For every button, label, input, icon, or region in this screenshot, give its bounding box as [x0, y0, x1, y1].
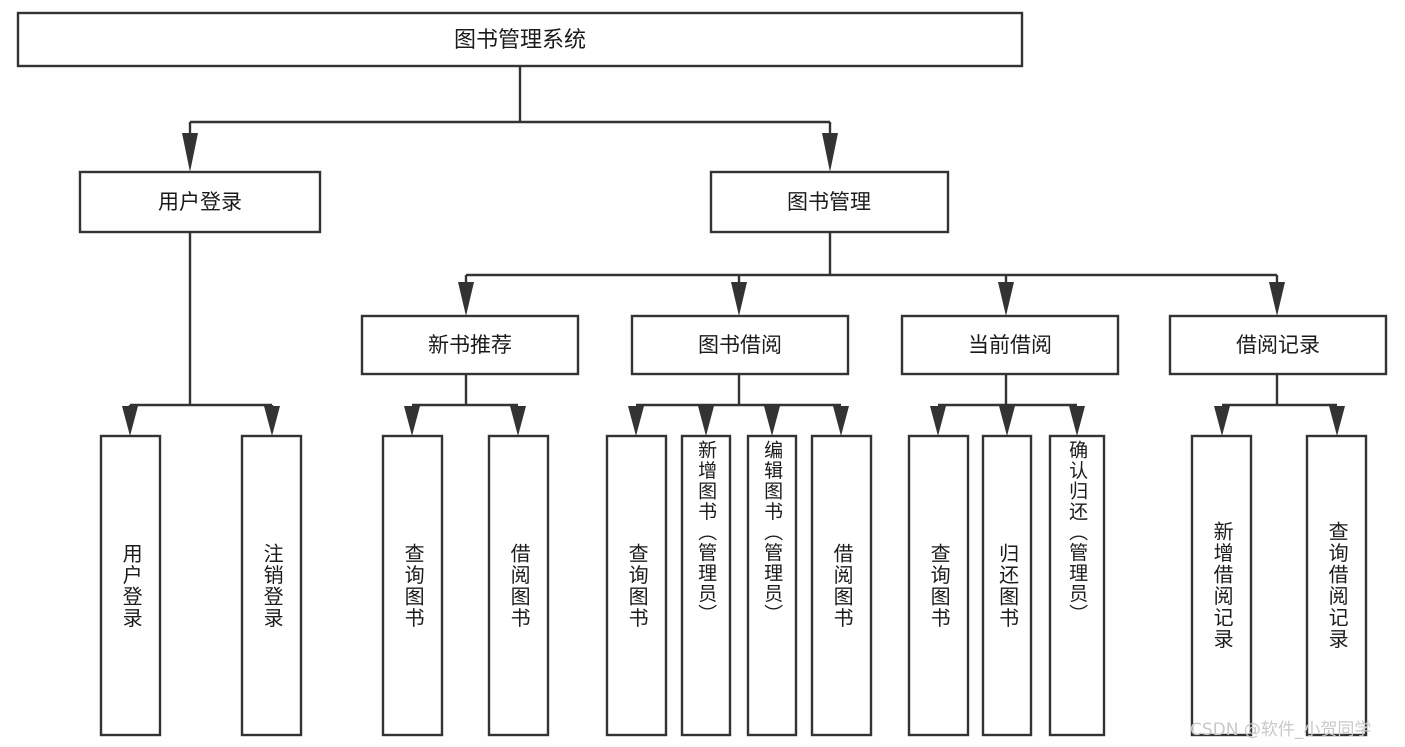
node-user-login-box[interactable]	[78, 170, 322, 234]
arrow-leaf-query-book-3	[930, 406, 946, 436]
leaf-borrow-book-1-box[interactable]	[487, 434, 550, 737]
leaf-query-book-1-box[interactable]	[381, 434, 444, 737]
leaf-query-book-2-box[interactable]	[605, 434, 668, 737]
node-borrow-record-box[interactable]	[1168, 314, 1388, 376]
arrow-leaf-confirm-return	[1069, 406, 1085, 436]
leaf-logout-box[interactable]	[240, 434, 303, 737]
arrow-leaf-edit-book	[764, 406, 780, 436]
connector-layer	[122, 66, 1345, 436]
arrow-leaf-borrow-book-2	[833, 406, 849, 436]
arrow-borrowrecord	[1269, 282, 1285, 316]
node-current-borrow-label: 当前借阅	[968, 333, 1052, 357]
node-user-login-label: 用户登录	[158, 190, 242, 214]
node-book-mgmt-label: 图书管理	[787, 190, 871, 214]
arrow-leaf-query-record	[1329, 406, 1345, 436]
leaf-query-record-box[interactable]	[1305, 434, 1368, 737]
arrow-book-mgmt	[822, 133, 838, 172]
node-book-borrow-label: 图书借阅	[698, 333, 782, 357]
leaf-edit-book-box[interactable]	[746, 434, 798, 737]
leaf-return-book-box[interactable]	[981, 434, 1033, 737]
node-root-box[interactable]	[16, 11, 1024, 68]
arrow-newbook	[458, 282, 474, 316]
leaf-query-book-3-box[interactable]	[907, 434, 970, 737]
arrow-leaf-add-record	[1214, 406, 1230, 436]
node-book-borrow-box[interactable]	[630, 314, 850, 376]
leaf-user-login-box[interactable]	[99, 434, 162, 737]
arrow-currentborrow	[998, 282, 1014, 316]
node-book-mgmt-box[interactable]	[709, 170, 950, 234]
arrow-user-login	[182, 133, 198, 172]
node-borrow-record-label: 借阅记录	[1236, 333, 1320, 357]
arrow-bookborrow	[731, 282, 747, 316]
leaf-confirm-return-box[interactable]	[1048, 434, 1106, 737]
arrow-leaf-borrow-book-1	[510, 406, 526, 436]
arrow-leaf-user-login	[122, 406, 138, 436]
arrow-leaf-add-book	[698, 406, 714, 436]
leaf-add-book-box[interactable]	[680, 434, 732, 737]
node-layer: 图书管理系统 用户登录 图书管理 新书推荐 图书借阅 当前借阅 借阅记录	[16, 11, 1388, 737]
arrow-leaf-query-book-1	[404, 406, 420, 436]
node-current-borrow-box[interactable]	[900, 314, 1120, 376]
arrow-leaf-logout	[264, 406, 280, 436]
node-new-book-label: 新书推荐	[428, 333, 512, 357]
node-root-label: 图书管理系统	[454, 28, 586, 53]
arrow-leaf-query-book-2	[628, 406, 644, 436]
leaf-add-record-box[interactable]	[1190, 434, 1253, 737]
node-new-book-box[interactable]	[360, 314, 580, 376]
arrow-leaf-return-book	[999, 406, 1015, 436]
leaf-borrow-book-2-box[interactable]	[810, 434, 873, 737]
